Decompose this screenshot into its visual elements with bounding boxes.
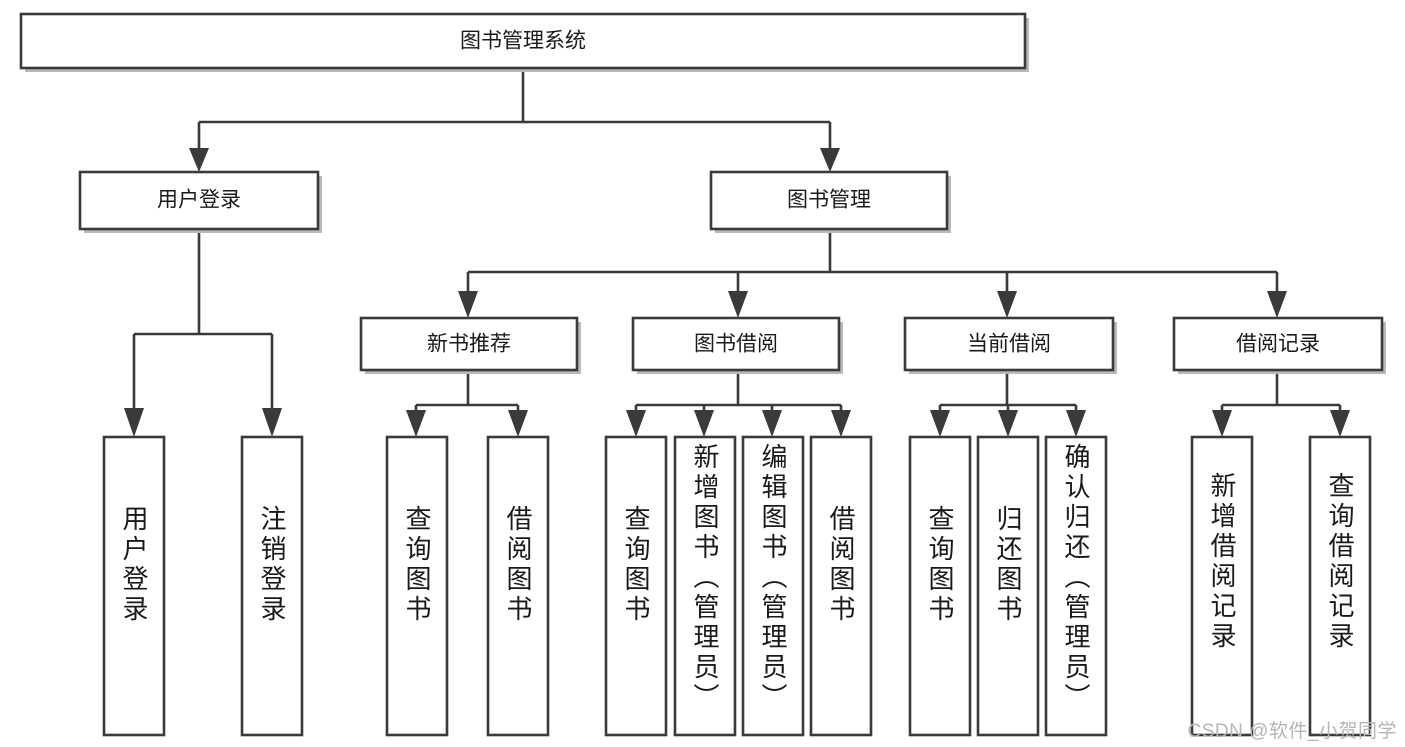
- watermark: CSDN @软件_小贺同学: [1187, 721, 1397, 742]
- node-borrow-record[interactable]: 借阅记录: [1172, 316, 1386, 374]
- arrow-level3-4: [1267, 291, 1287, 318]
- book-borrow-label: 图书借阅: [694, 333, 778, 356]
- arrow-level3-2: [728, 291, 748, 318]
- borrow-record-box[interactable]: [1172, 316, 1384, 372]
- leaf-box-recommend-1[interactable]: [385, 435, 449, 737]
- arrow-record-leaf-2: [1330, 410, 1350, 437]
- leaf-box-recommend-2[interactable]: [486, 435, 550, 737]
- node-current-borrow[interactable]: 当前借阅: [903, 316, 1117, 374]
- node-user-login[interactable]: 用户登录: [78, 170, 322, 233]
- user-login-box[interactable]: [78, 170, 320, 231]
- arrow-recommend-leaf-2: [508, 410, 528, 437]
- book-manage-box[interactable]: [709, 170, 949, 231]
- arrow-record-leaf-1: [1212, 410, 1232, 437]
- arrow-leaf-user-login-2: [262, 408, 282, 437]
- leaf-box-current-1[interactable]: [908, 435, 972, 737]
- arrow-recommend-leaf-1: [406, 410, 426, 437]
- new-book-recommend-label: 新书推荐: [427, 333, 511, 356]
- arrow-current-leaf-3: [1066, 410, 1086, 437]
- node-root[interactable]: 图书管理系统: [19, 12, 1029, 72]
- root-box[interactable]: [19, 12, 1027, 70]
- new-book-recommend-box[interactable]: [359, 316, 579, 372]
- leaf-box-current-3[interactable]: [1044, 435, 1108, 737]
- leaf-box-record-1[interactable]: [1190, 435, 1254, 737]
- node-book-borrow[interactable]: 图书借阅: [631, 316, 843, 374]
- arrow-to-book-manage: [820, 148, 840, 172]
- leaf-box-borrow-1[interactable]: [604, 435, 668, 737]
- book-borrow-box[interactable]: [631, 316, 841, 372]
- arrow-to-user-login: [189, 148, 209, 172]
- root-label: 图书管理系统: [460, 30, 586, 53]
- user-login-label: 用户登录: [157, 189, 241, 212]
- arrow-borrow-leaf-1: [626, 410, 646, 437]
- arrow-current-leaf-2: [998, 410, 1018, 437]
- current-borrow-box[interactable]: [903, 316, 1115, 372]
- leaf-box-record-2[interactable]: [1308, 435, 1372, 737]
- current-borrow-label: 当前借阅: [967, 333, 1051, 356]
- arrow-current-leaf-1: [930, 410, 950, 437]
- node-new-book-recommend[interactable]: 新书推荐: [359, 316, 581, 374]
- node-book-manage[interactable]: 图书管理: [709, 170, 951, 233]
- arrow-level3-3: [997, 291, 1017, 318]
- arrow-borrow-leaf-2: [694, 410, 714, 437]
- arrow-borrow-leaf-4: [831, 410, 851, 437]
- arrow-borrow-leaf-3: [762, 410, 782, 437]
- connectors-group: [124, 68, 1350, 437]
- leaf-box-borrow-3[interactable]: [741, 435, 805, 737]
- leaf-box-user-login-2[interactable]: [240, 435, 304, 737]
- leaf-box-borrow-2[interactable]: [673, 435, 737, 737]
- book-manage-label: 图书管理: [787, 189, 871, 212]
- leaf-box-borrow-4[interactable]: [809, 435, 873, 737]
- borrow-record-label: 借阅记录: [1236, 333, 1320, 356]
- leaf-box-user-login-1[interactable]: [102, 435, 166, 737]
- leaf-box-current-2[interactable]: [976, 435, 1040, 737]
- arrow-level3-1: [458, 291, 478, 318]
- arrow-leaf-user-login-1: [124, 408, 144, 437]
